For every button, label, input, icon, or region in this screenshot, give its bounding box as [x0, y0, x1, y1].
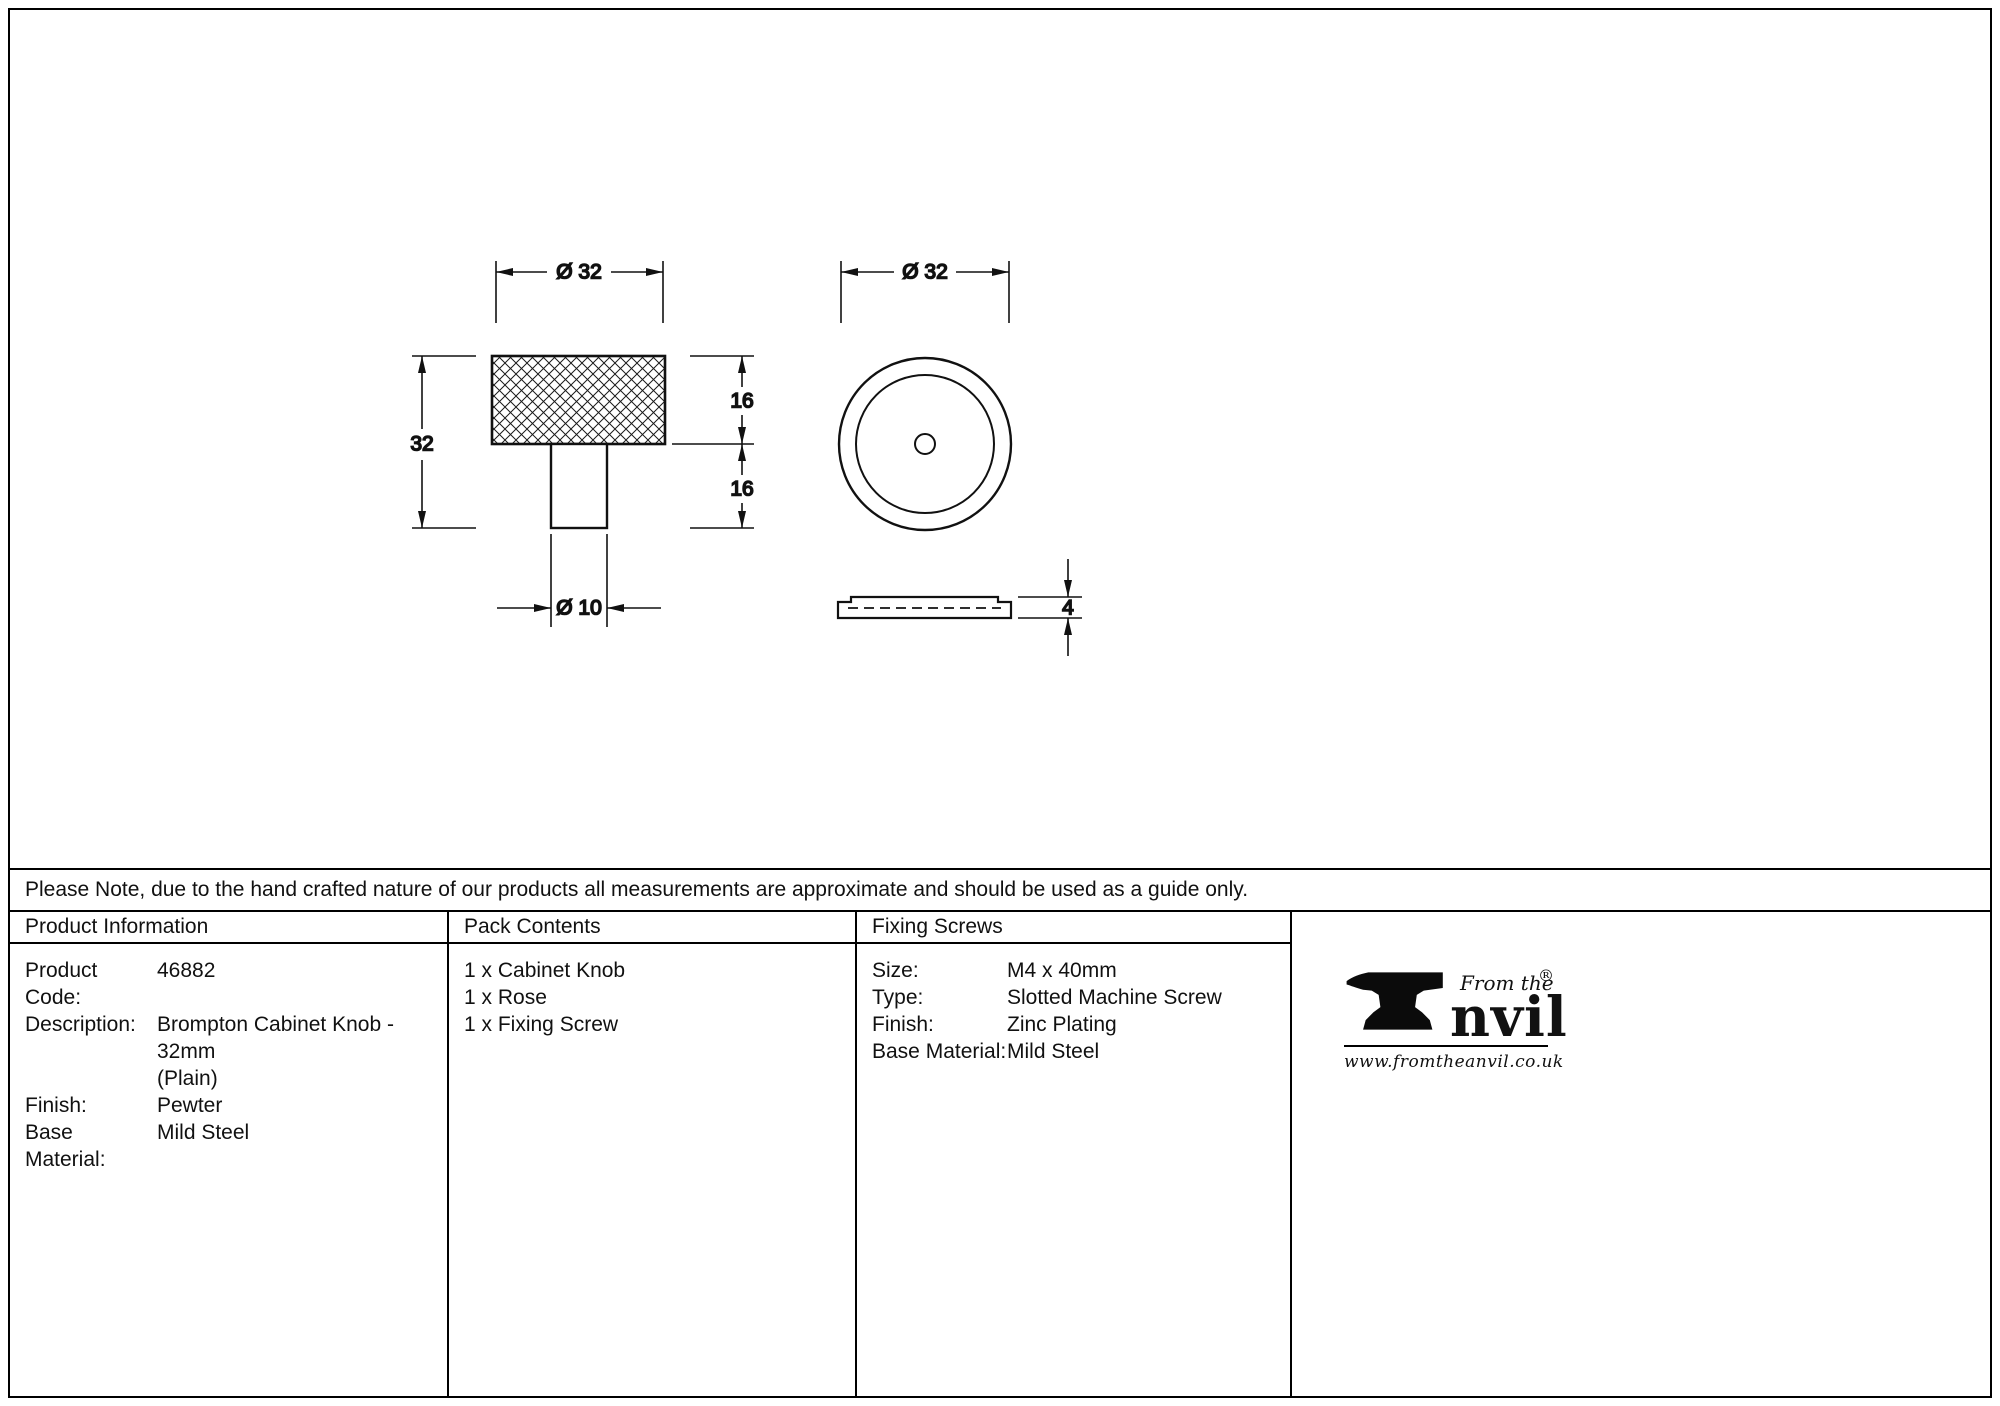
dim-label-head-diameter: Ø 32 — [556, 261, 602, 284]
registered-trademark-symbol: ® — [1538, 966, 1554, 985]
screw-finish-label: Finish: — [872, 1013, 934, 1036]
anvil-icon — [1346, 972, 1443, 1030]
table-row: Finish: Pewter — [25, 1092, 439, 1119]
pack-contents-body: 1 x Cabinet Knob 1 x Rose 1 x Fixing Scr… — [449, 944, 855, 1038]
base-material-value: Mild Steel — [157, 1121, 250, 1144]
screw-type-label: Type: — [872, 986, 924, 1009]
description-value-line1: Brompton Cabinet Knob - 32mm — [157, 1013, 394, 1063]
spec-sheet-border: Ø 32 — [8, 8, 1992, 1398]
table-row: Finish: Zinc Plating — [872, 1011, 1282, 1038]
finish-value: Pewter — [157, 1094, 223, 1117]
logo-wordmark: From the nvil ® — [1344, 962, 1567, 1044]
product-code-value: 46882 — [157, 959, 216, 982]
list-item: 1 x Fixing Screw — [464, 1013, 619, 1036]
list-item: 1 x Rose — [464, 986, 547, 1009]
dim-head-and-stem-heights: 16 16 — [672, 355, 754, 529]
finish-label: Finish: — [25, 1094, 87, 1117]
dim-total-height: 32 — [410, 355, 476, 529]
dim-label-total-height: 32 — [410, 433, 433, 456]
fixing-screws-body: Size: M4 x 40mm Type: Slotted Machine Sc… — [857, 944, 1290, 1065]
dim-stem-diameter: Ø 10 — [497, 534, 661, 627]
screw-size-label: Size: — [872, 959, 919, 982]
table-row: Product Code: 46882 — [25, 957, 439, 1011]
rose-profile-view: 4 — [836, 559, 1082, 656]
pack-contents-header: Pack Contents — [449, 912, 855, 944]
screw-base-material-value: Mild Steel — [1007, 1040, 1100, 1063]
fixing-screws-column: Fixing Screws Size: M4 x 40mm Type: Slot… — [857, 912, 1292, 1396]
knob-stem-side — [549, 442, 609, 530]
dim-head-diameter: Ø 32 — [495, 260, 664, 323]
description-label: Description: — [25, 1013, 136, 1036]
front-view: Ø 32 — [837, 260, 1013, 532]
logo-brand-name: nvil — [1450, 984, 1568, 1049]
description-value: Brompton Cabinet Knob - 32mm (Plain) — [157, 1011, 439, 1092]
screw-finish-value: Zinc Plating — [1007, 1013, 1117, 1036]
dim-label-stem-height: 16 — [730, 478, 753, 501]
knob-face-circles — [837, 356, 1013, 532]
from-the-anvil-logo: From the nvil ® www.fromtheanvil.co.uk — [1344, 962, 1567, 1072]
pack-contents-column: Pack Contents 1 x Cabinet Knob 1 x Rose … — [449, 912, 857, 1396]
rose-outline — [836, 595, 1013, 620]
knob-head-side — [490, 354, 667, 446]
table-row: Base Material: Mild Steel — [25, 1119, 439, 1173]
screw-base-material-label: Base Material: — [872, 1040, 1007, 1063]
dim-label-head-height: 16 — [730, 390, 753, 413]
logo-text: From the nvil — [1450, 971, 1568, 1049]
dim-label-face-diameter: Ø 32 — [902, 261, 948, 284]
note-row: Please Note, due to the hand crafted nat… — [10, 868, 1990, 910]
technical-drawing-area: Ø 32 — [10, 10, 1990, 868]
screw-size-value: M4 x 40mm — [1007, 959, 1117, 982]
table-row: Type: Slotted Machine Screw — [872, 984, 1282, 1011]
note-text: Please Note, due to the hand crafted nat… — [25, 878, 1249, 901]
list-item: 1 x Cabinet Knob — [464, 959, 626, 982]
product-code-label: Product Code: — [25, 959, 98, 1009]
screw-type-value: Slotted Machine Screw — [1007, 986, 1222, 1009]
table-row: Size: M4 x 40mm — [872, 957, 1282, 984]
info-table: Product Information Product Code: 46882 … — [10, 910, 1990, 1396]
dim-label-stem-diameter: Ø 10 — [556, 597, 602, 620]
dim-label-rose-thickness: 4 — [1062, 597, 1074, 620]
description-value-line2: (Plain) — [157, 1067, 218, 1090]
technical-drawing: Ø 32 — [410, 260, 1082, 656]
dim-face-diameter: Ø 32 — [840, 260, 1010, 323]
product-information-column: Product Information Product Code: 46882 … — [10, 912, 449, 1396]
product-information-header: Product Information — [10, 912, 447, 944]
logo-website: www.fromtheanvil.co.uk — [1344, 1045, 1563, 1072]
dim-rose-thickness: 4 — [1018, 559, 1082, 656]
base-material-label: Base Material: — [25, 1121, 106, 1171]
product-information-body: Product Code: 46882 Description: Brompto… — [10, 944, 447, 1173]
logo-prefix: From the — [1460, 971, 1554, 995]
side-view: Ø 32 — [410, 260, 754, 627]
table-row: Base Material: Mild Steel — [872, 1038, 1282, 1065]
table-row: Description: Brompton Cabinet Knob - 32m… — [25, 1011, 439, 1092]
fixing-screws-header: Fixing Screws — [857, 912, 1290, 944]
brand-logo-cell: From the nvil ® www.fromtheanvil.co.uk — [1292, 912, 1990, 1396]
